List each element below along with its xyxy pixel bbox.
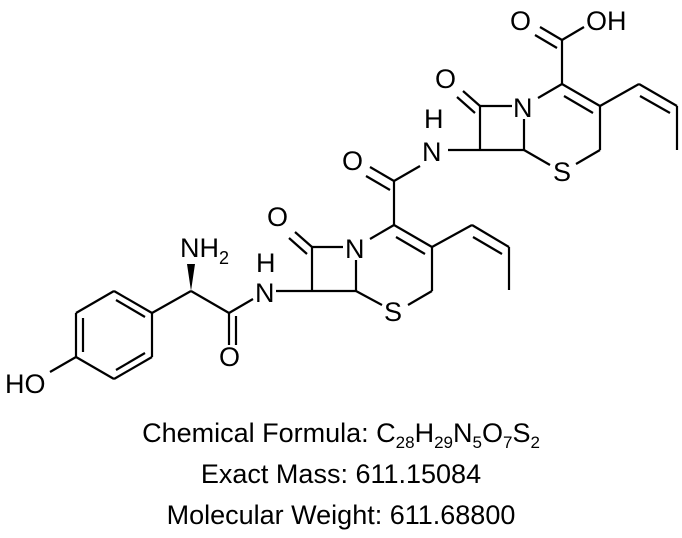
molecular-weight: Molecular Weight: 611.68800 (0, 502, 682, 529)
lactam-n-upper: N (513, 93, 533, 123)
sulfur-lower: S (384, 297, 402, 327)
amide-h-upper: H (424, 104, 444, 134)
amide-oxygen-lower: O (219, 342, 240, 372)
amide-h-lower: H (256, 248, 276, 278)
amide-n-lower: N (255, 278, 275, 308)
formula-label: Chemical Formula: (142, 418, 377, 448)
amide-oxygen-mid: O (342, 146, 363, 176)
phenol-ring (74, 290, 154, 380)
lactam-oxygen-lower: O (267, 202, 288, 232)
stereo-wedge (187, 264, 195, 291)
formula-value: C28H29N5O7S2 (376, 418, 540, 452)
amine-label: NH2 (180, 233, 229, 268)
exact-mass-value: 611.15084 (355, 459, 482, 489)
exact-mass-label: Exact Mass: (200, 459, 356, 489)
mw-value: 611.68800 (389, 500, 516, 530)
chemical-structure: HO NH2 O H N O N S O H N O N S (5, 6, 679, 399)
acid-oxygen: O (510, 6, 531, 36)
sulfur-upper: S (553, 157, 571, 187)
lactam-n-lower: N (345, 234, 365, 264)
hydroxyl-label: HO (5, 369, 46, 399)
acid-hydroxyl: OH (586, 6, 627, 36)
amide-n-upper: N (422, 137, 442, 167)
lactam-oxygen-upper: O (435, 64, 456, 94)
chemical-formula: Chemical Formula: C28H29N5O7S2 (0, 418, 682, 452)
mw-label: Molecular Weight: (166, 500, 390, 530)
exact-mass: Exact Mass: 611.15084 (0, 461, 682, 488)
